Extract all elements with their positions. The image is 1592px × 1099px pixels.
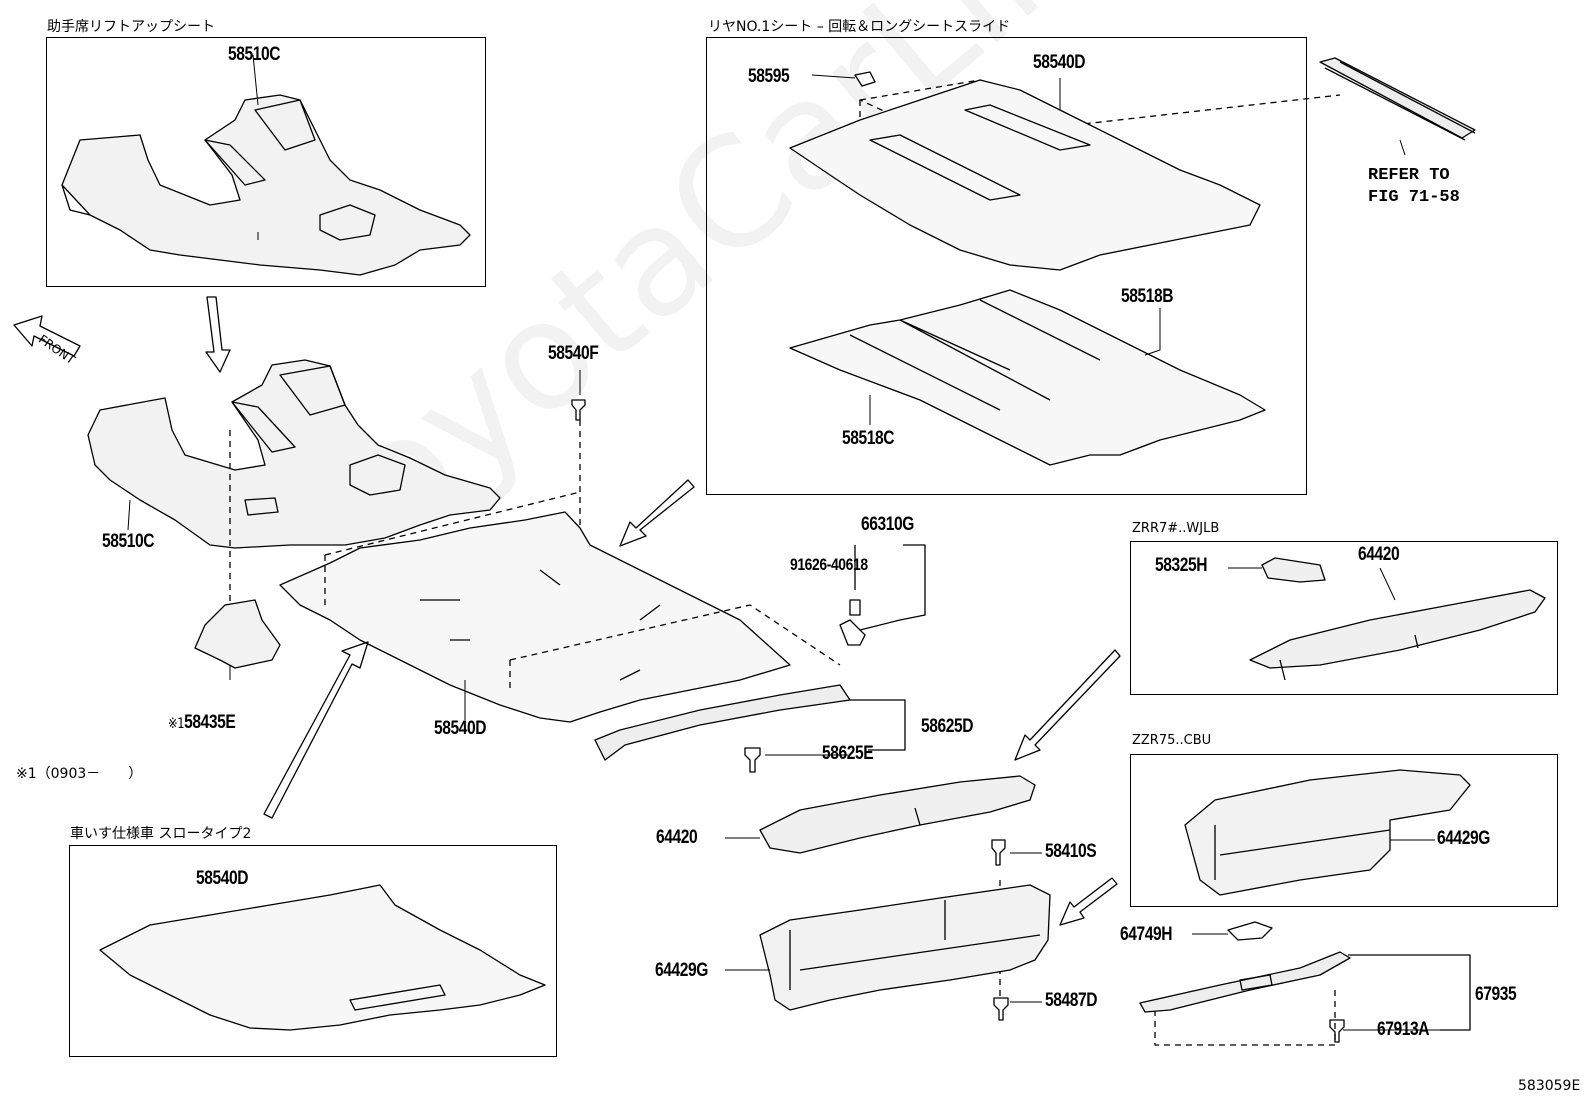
front-arrow-icon [13,315,81,357]
part-label-58410s: 58410S [1045,841,1097,862]
clip-67913a-drawing [1329,1019,1345,1043]
part-label-91626-40618: 91626-40618 [790,555,868,574]
clip-58487d-drawing [993,997,1009,1021]
bracket-66310g-drawing [839,599,866,646]
refer-line-2: FIG 71-58 [1368,188,1460,207]
zrr-box [1130,541,1558,695]
clip-58595-drawing [854,71,876,87]
clip-58540f-drawing [571,399,586,421]
carpet-58510c-top-drawing [61,94,471,276]
rear-seat-box [706,37,1307,495]
part-label-58518b: 58518B [1121,286,1174,307]
part-label-58595: 58595 [748,66,790,87]
part-label-64420-main: 64420 [656,827,698,848]
part-label-58487d: 58487D [1045,990,1098,1011]
plate-67935-drawing [1139,951,1351,1013]
part-label-64749h: 64749H [1120,924,1173,945]
clip-58625e-drawing [744,747,761,773]
part-label-58435e: ※158435E [168,712,236,734]
part-label-58540d-main: 58540D [434,718,487,739]
flow-arrows [205,296,1121,926]
refer-note: REFER TO FIG 71-58 [1368,165,1460,209]
part-label-58540d-rear: 58540D [1033,52,1086,73]
zzr-caption: ZZR75..CBU [1132,733,1212,748]
box-64429g-zzr-drawing [1184,769,1471,896]
refer-line-1: REFER TO [1368,166,1450,185]
liftup-seat-caption: 助手席リフトアップシート [47,19,215,35]
wheelchair-box [69,845,557,1057]
footnote-mark: ※1 [168,716,185,732]
zzr-box [1130,754,1558,907]
part-label-58625d: 58625D [921,716,974,737]
rear-seat-caption: リヤNO.1シート – 回転＆ロングシートスライド [708,19,1011,35]
tray-64420-zrr-drawing [1249,589,1546,681]
part-label-58518c: 58518C [842,428,895,449]
zrr-caption: ZRR7#..WJLB [1132,521,1220,536]
part-label-58625e: 58625E [822,743,874,764]
boards-58518-drawing [789,289,1266,466]
part-label-64429g-zzr: 64429G [1437,828,1490,849]
part-label-67913a: 67913A [1377,1019,1430,1040]
part-label-67935: 67935 [1475,984,1517,1005]
tray-64420-main-drawing [759,775,1036,854]
box-64429g-main-drawing [759,884,1051,1011]
rail-drawing [1319,57,1476,141]
footnote: ※1（0903－ ） [16,766,143,782]
liftup-seat-box [46,37,486,287]
part-label-66310g: 66310G [861,514,914,535]
carpet-58540d-main-drawing [279,511,791,723]
diagram-id: 583059E [1518,1078,1581,1094]
part-label-58540d-wheelchair: 58540D [196,868,249,889]
part-label-64420-zrr: 64420 [1358,544,1400,565]
part-label-58540f: 58540F [548,343,599,364]
carpet-58510c-main-drawing [87,359,501,549]
wheelchair-caption: 車いす仕様車 スロータイプ2 [70,826,252,842]
pad-58435e-drawing [194,599,281,669]
clip-58410s-drawing [991,839,1006,866]
part-label-58325h: 58325H [1155,555,1208,576]
part-label-58510c-main: 58510C [102,531,155,552]
board-58540d-rear-drawing [789,79,1261,271]
part-label-64429g-main: 64429G [655,960,708,981]
part-label-58510c-top: 58510C [228,44,281,65]
carpet-58540d-wheelchair-drawing [99,884,546,1031]
part-number: 58435E [184,712,236,733]
cover-58325h-drawing [1261,557,1326,583]
clip-64749h-drawing [1227,921,1273,941]
